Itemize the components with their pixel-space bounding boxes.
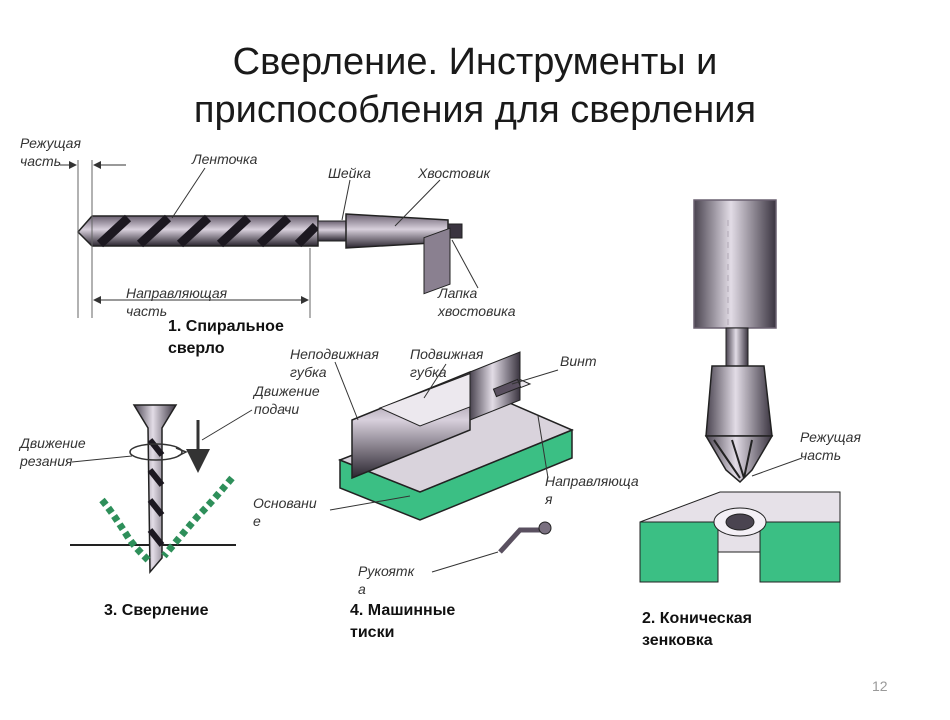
caption-drilling: 3. Сверление <box>104 602 209 619</box>
label-shank: Хвостовик <box>418 165 491 181</box>
machine-vise <box>329 227 574 573</box>
label-base: Основани е <box>253 495 317 529</box>
label-vise-guide: Направляюща я <box>545 473 639 507</box>
conical-countersink <box>639 199 841 583</box>
drilling-illustration <box>70 404 253 574</box>
caption-spiral-drill: 1. Спиральное сверло <box>168 318 284 357</box>
page-number: 12 <box>872 678 888 694</box>
label-cutting-motion: Движение резания <box>20 435 86 469</box>
label-drill-cutting-part: Режущая часть <box>20 135 81 169</box>
title-line-2: приспособления для сверления <box>193 89 757 131</box>
label-neck: Шейка <box>328 165 371 181</box>
label-countersink-cutting-part: Режущая часть <box>800 429 861 463</box>
label-feed-motion: Движение подачи <box>254 383 320 417</box>
label-movable-jaw: Подвижная губка <box>410 346 484 380</box>
label-handle: Рукоятк а <box>358 563 415 597</box>
label-screw: Винт <box>560 353 597 369</box>
spiral-drill <box>60 160 479 318</box>
caption-countersink: 2. Коническая зенковка <box>642 610 752 649</box>
caption-machine-vise: 4. Машинные тиски <box>350 602 456 641</box>
label-tang: Лапка хвостовика <box>438 285 516 319</box>
label-ribbon: Ленточка <box>192 151 258 167</box>
title-line-1: Сверление. Инструменты и <box>232 41 718 83</box>
label-fixed-jaw: Неподвижная губка <box>290 346 379 380</box>
slide-title: Сверление. Инструменты и приспособления … <box>0 38 950 134</box>
label-guide-part: Направляющая часть <box>126 285 228 319</box>
